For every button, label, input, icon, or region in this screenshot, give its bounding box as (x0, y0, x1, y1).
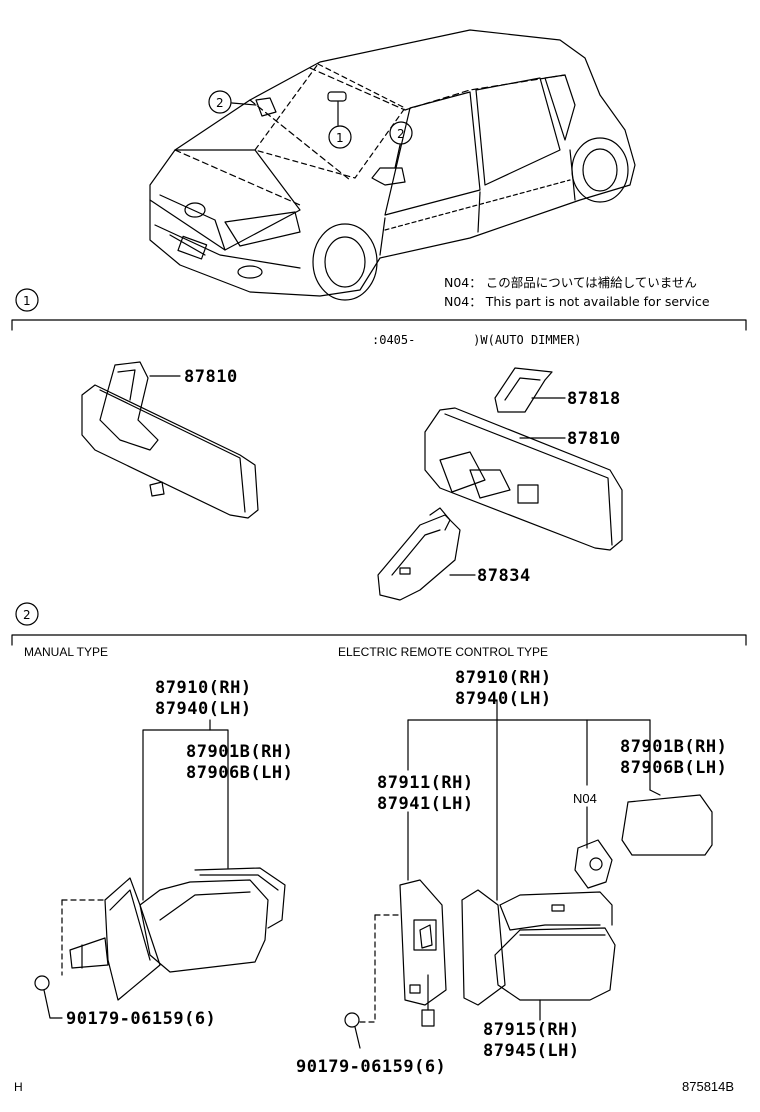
manual-mirror-assembly (34, 719, 286, 1019)
manual-screw: 90179-06159(6) (66, 1009, 216, 1029)
callout-circle (389, 121, 413, 145)
section-2-bracket (11, 634, 747, 646)
manual-type-title: MANUAL TYPE (24, 645, 108, 659)
manual-glass-lh: 87906B(LH) (186, 763, 293, 783)
manual-assy-rh: 87910(RH) (155, 678, 252, 698)
electric-screw: 90179-06159(6) (296, 1057, 446, 1077)
section-2-marker (15, 602, 39, 626)
outer-mirror-location (371, 167, 406, 186)
electric-motor-n04: N04 (573, 791, 597, 806)
inner-mirror-auto-dimmer (424, 407, 623, 551)
section-1-marker (15, 288, 39, 312)
mirror-cover (377, 507, 476, 601)
footer-left-code: H (14, 1080, 23, 1094)
part-87834: 87834 (477, 566, 531, 586)
callout-2-label: 2 (397, 127, 405, 141)
callout-circle (208, 90, 232, 114)
section-1-bracket (11, 319, 747, 331)
note-en: N04： This part is not available for serv… (444, 294, 710, 309)
note-jp: N04： この部品については補給していません (444, 275, 697, 290)
part-87818: 87818 (567, 389, 621, 409)
diagram-id: 875814B (682, 1079, 734, 1094)
electric-base-rh: 87911(RH) (377, 773, 474, 793)
electric-assy-rh: 87910(RH) (455, 668, 552, 688)
inner-mirror-location (327, 91, 347, 102)
callout-2-label: 2 (216, 96, 224, 110)
electric-cover-rh: 87915(RH) (483, 1020, 580, 1040)
electric-glass-rh: 87901B(RH) (620, 737, 727, 757)
manual-glass-rh: 87901B(RH) (186, 742, 293, 762)
inner-mirror-standard (81, 361, 259, 519)
electric-cover-lh: 87945(LH) (483, 1041, 580, 1061)
car-illustration (149, 29, 636, 301)
electric-glass-lh: 87906B(LH) (620, 758, 727, 778)
callout-circle (328, 125, 352, 149)
electric-mirror-assembly (344, 699, 713, 1049)
electric-base-lh: 87941(LH) (377, 794, 474, 814)
section-1-number: 1 (23, 294, 31, 308)
manual-assy-lh: 87940(LH) (155, 699, 252, 719)
electric-assy-lh: 87940(LH) (455, 689, 552, 709)
section-2-number: 2 (23, 608, 31, 622)
callout-1-label: 1 (336, 131, 344, 145)
electric-type-title: ELECTRIC REMOTE CONTROL TYPE (338, 645, 548, 659)
part-87810-standard: 87810 (184, 367, 238, 387)
part-87810-auto: 87810 (567, 429, 621, 449)
section-1-header: :0405- )W(AUTO DIMMER) (372, 333, 582, 347)
mirror-holder (494, 367, 566, 413)
